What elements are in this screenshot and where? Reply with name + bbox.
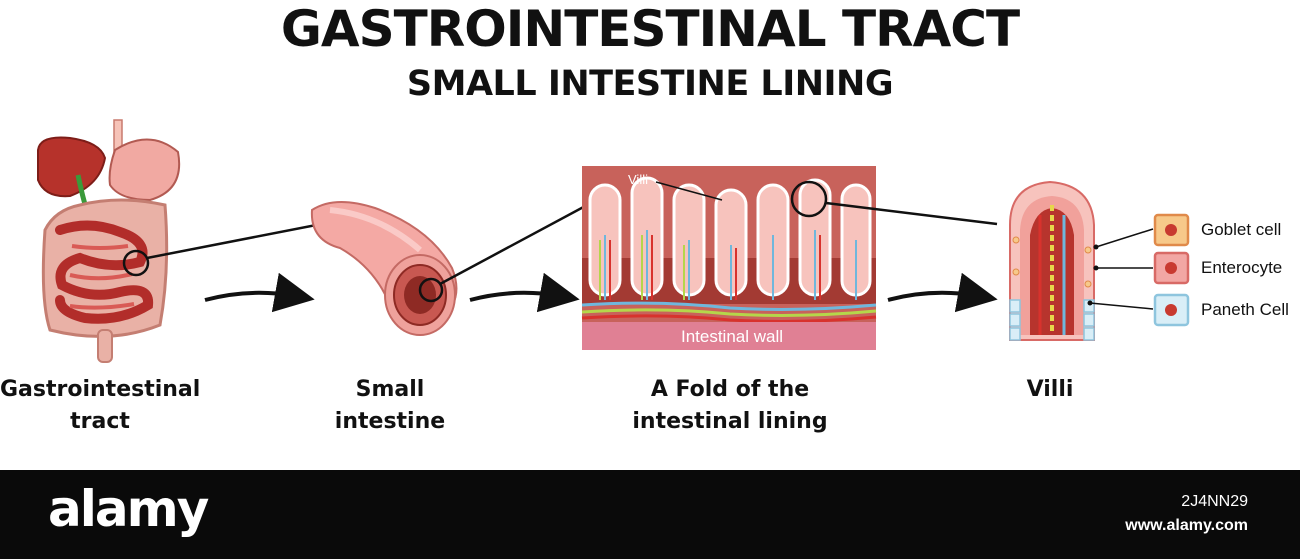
legend-label-goblet: Goblet cell [1201, 220, 1282, 239]
zoom-line-si [439, 194, 605, 286]
zoom-line-gi [146, 218, 343, 260]
zoom-circle-gi [122, 249, 150, 277]
intestinal-wall-band [582, 322, 876, 350]
intestinal-wall-label: Intestinal wall [681, 327, 783, 346]
footer-url: www.alamy.com [1125, 517, 1248, 534]
zoom-line-fold [825, 201, 998, 226]
villi-label: Villi [628, 172, 648, 187]
footer-image-id: 2J4NN29 [1181, 493, 1248, 510]
legend-swatch-paneth [1153, 293, 1190, 327]
footer-logo: alamy [48, 480, 209, 538]
small-intestine-illustration [310, 200, 458, 336]
arrow-3 [887, 272, 998, 313]
gi-tract-illustration [37, 119, 181, 363]
zoom-circle-si [418, 277, 444, 303]
arrow-2 [469, 272, 580, 313]
villus-illustration [1009, 180, 1154, 341]
zoom-circle-fold [790, 180, 828, 218]
legend-swatch-enterocyte [1153, 251, 1190, 285]
page-title: GASTROINTESTINAL TRACT [280, 0, 1020, 58]
legend-swatch-goblet [1153, 213, 1190, 247]
villi-pointer [655, 181, 723, 201]
page-subtitle: SMALL INTESTINE LINING [406, 64, 894, 104]
legend-swatches [1153, 213, 1190, 327]
caption-villi: Villi [1026, 377, 1074, 402]
arrow-1 [204, 272, 315, 313]
diagram-canvas: GASTROINTESTINAL TRACT SMALL INTESTINE L… [0, 0, 1289, 434]
intestinal-fold-illustration: Intestinal wall Villi [581, 166, 877, 350]
legend-label-enterocyte: Enterocyte [1201, 258, 1283, 277]
caption-small-intestine: Small intestine [334, 377, 446, 434]
caption-fold: A Fold of the intestinal lining [632, 377, 828, 434]
legend-label-paneth: Paneth Cell [1201, 300, 1289, 319]
watermark-footer: alamy 2J4NN29 www.alamy.com [0, 470, 1300, 559]
diagram-graphics: Intestinal wall Villi [37, 119, 1190, 363]
caption-gi-tract: Gastrointestinal tract [0, 377, 201, 434]
